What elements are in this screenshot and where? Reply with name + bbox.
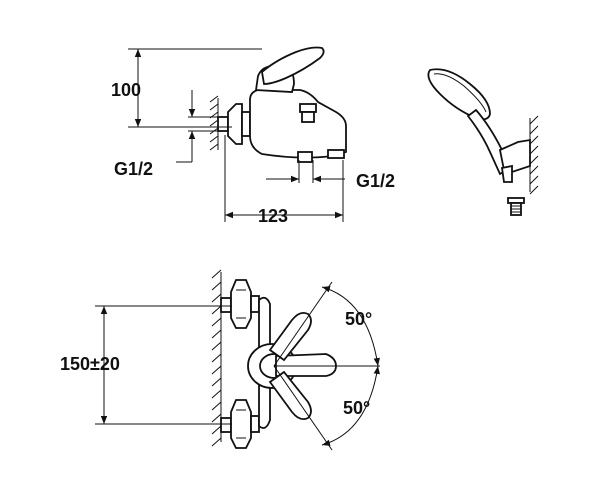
dimension-angle-down-label: 50° <box>343 398 370 418</box>
dimension-thread-outlet: G1/2 <box>266 160 395 191</box>
shower-screw-icon <box>507 197 525 216</box>
hand-shower <box>427 68 539 216</box>
dimension-thread-inlet: G1/2 <box>114 90 222 179</box>
shower-handle <box>466 108 512 176</box>
front-view-lever-down <box>268 370 312 421</box>
dimension-height-top: 100 <box>111 48 262 128</box>
dimension-width-projection: 123 <box>224 135 344 226</box>
hand-shower-wall <box>529 115 539 195</box>
front-view-upper-connector <box>220 279 260 329</box>
front-view-lever-up <box>268 311 312 362</box>
dimension-center-distance-label: 150±20 <box>60 354 120 374</box>
dimension-thread-outlet-label: G1/2 <box>356 171 395 191</box>
side-view-connector <box>217 103 251 145</box>
side-view-spout-outlet <box>297 149 345 163</box>
side-view: 100 G1/2 G1/2 123 <box>111 46 395 226</box>
front-view: 150±20 50° 50° <box>60 269 380 451</box>
dimension-angle-down: 50° <box>273 365 380 451</box>
side-view-wall <box>209 95 219 151</box>
side-view-mixer-body <box>249 89 347 159</box>
side-view-lever <box>261 46 325 85</box>
dimension-height-top-label: 100 <box>111 80 141 100</box>
dimension-width-projection-label: 123 <box>258 206 288 226</box>
front-view-lower-connector <box>220 399 260 449</box>
dimension-angle-up-label: 50° <box>345 309 372 329</box>
dimension-center-distance: 150±20 <box>60 305 232 425</box>
dimension-thread-inlet-label: G1/2 <box>114 159 153 179</box>
shower-hose-end <box>500 164 513 183</box>
shower-head <box>427 68 491 121</box>
side-view-diverter-knob <box>299 103 317 123</box>
front-view-wall <box>211 269 222 447</box>
